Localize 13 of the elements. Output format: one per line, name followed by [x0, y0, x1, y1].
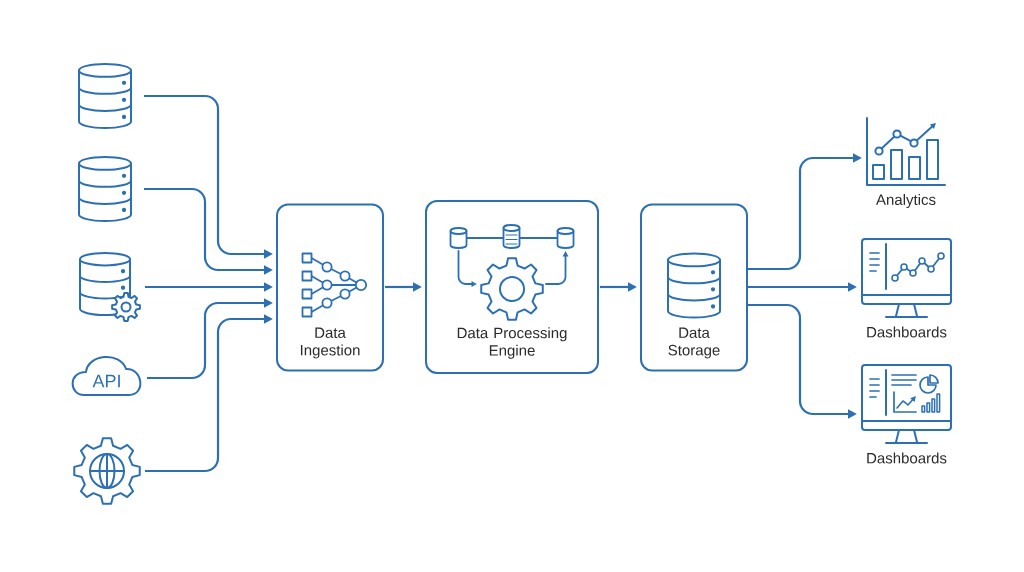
- globe-gear-icon: [73, 437, 141, 505]
- database-icon: [78, 63, 132, 129]
- process-box: Data Processing Engine: [425, 200, 599, 374]
- node-label: Analytics: [876, 194, 936, 208]
- node-label: Dashboards: [867, 452, 947, 464]
- monitor-dashboard-icon: [861, 364, 952, 444]
- bar-chart-icon: [866, 117, 946, 186]
- node-label: Dashboards: [867, 326, 947, 338]
- database-gear-icon: [79, 252, 141, 322]
- process-box: Data Ingestion: [276, 203, 384, 372]
- monitor-chart-icon: [861, 238, 952, 318]
- process-box: Data Storage: [640, 203, 748, 372]
- database-icon: [78, 156, 132, 222]
